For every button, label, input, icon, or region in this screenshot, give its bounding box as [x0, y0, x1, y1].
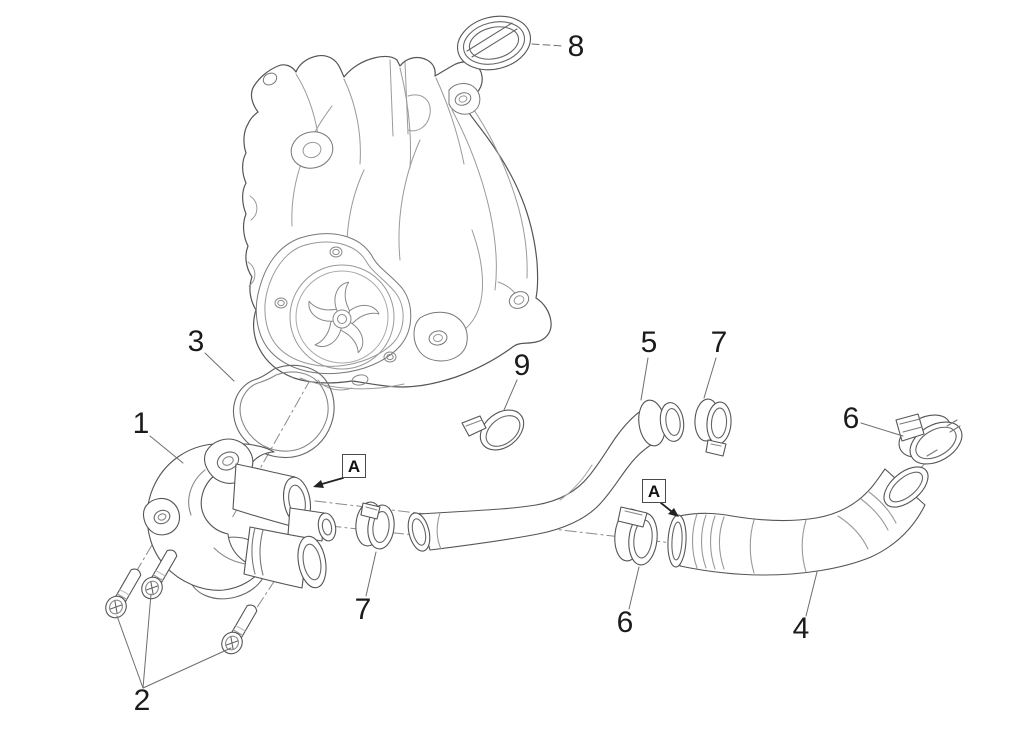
callout-3: 3: [187, 325, 205, 358]
callout-6-right: 6: [842, 402, 860, 435]
callout-9: 9: [513, 349, 531, 382]
pump-outlet-mid: [287, 507, 325, 542]
detail-marker-a-pump: A: [342, 454, 366, 478]
callout-4: 4: [792, 612, 810, 645]
detail-arrows: [313, 477, 679, 517]
spring-clip-art: [461, 409, 525, 451]
callout-1: 1: [132, 407, 150, 440]
clamp-7-top-art: [694, 398, 732, 457]
clamp-7-left-art: [355, 501, 395, 550]
pump-outlet-bottom: [243, 526, 309, 589]
water-pump-art: [142, 438, 337, 600]
hose-short-art: [407, 399, 685, 552]
gasket-art: [232, 364, 335, 459]
callout-8: 8: [567, 30, 585, 63]
callout-6-middle: 6: [616, 606, 634, 639]
callout-2: 2: [133, 684, 151, 717]
callout-5: 5: [640, 326, 658, 359]
engine-boss: [290, 131, 334, 169]
hose-long-art: [667, 466, 929, 576]
clamp-6-middle-art: [614, 506, 658, 566]
engine-lower-lug-hole: [508, 291, 530, 309]
filler-cap-art: [457, 15, 531, 71]
engine-top-lug-hole: [262, 72, 278, 86]
leader-lines: [116, 43, 904, 689]
engine-crankcase-cover-art: [242, 54, 552, 391]
callout-7-top: 7: [710, 326, 728, 359]
impeller-art: [308, 281, 380, 354]
worm-screw-housing: [895, 413, 925, 442]
callout-7-left: 7: [354, 593, 372, 626]
clamp-6-right-art: [895, 413, 963, 465]
detail-marker-a-hose: A: [642, 479, 666, 503]
